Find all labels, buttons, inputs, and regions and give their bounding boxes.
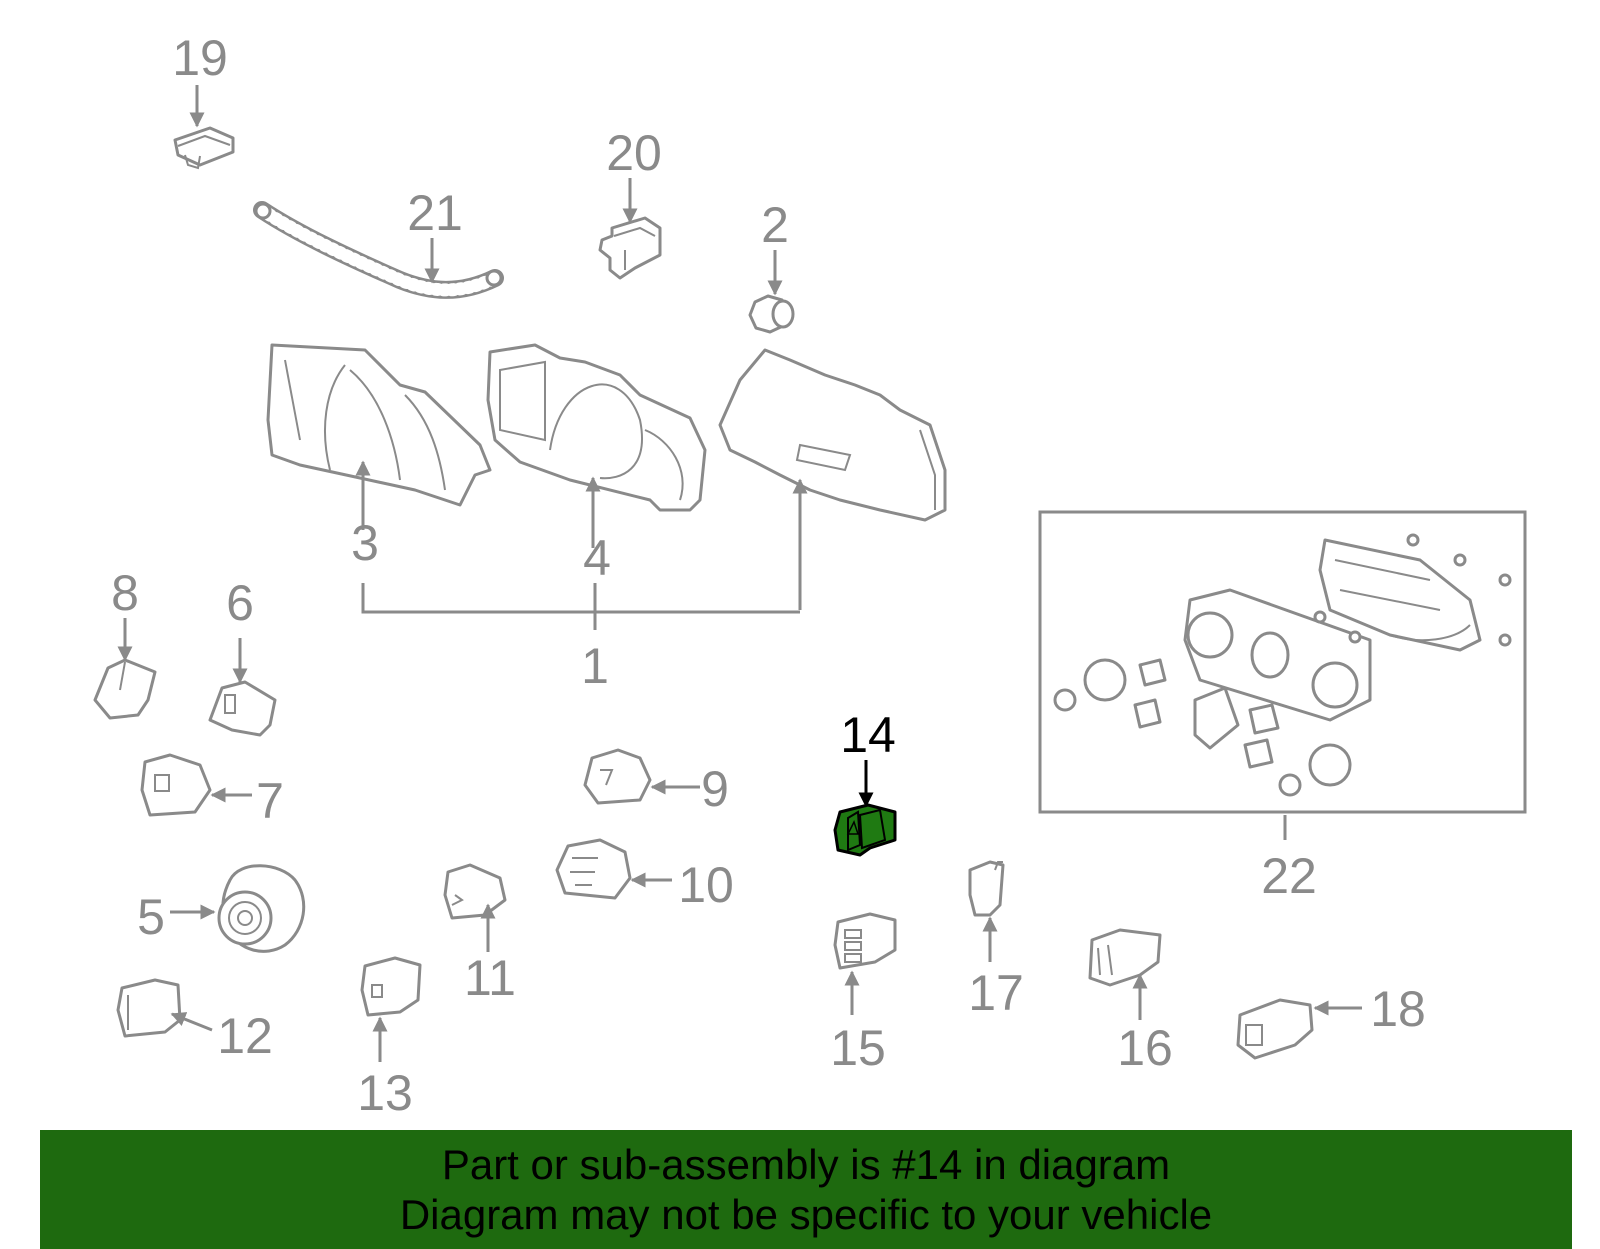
callout-8[interactable]: 8 bbox=[111, 565, 139, 621]
callout-7[interactable]: 7 bbox=[256, 773, 284, 829]
banner-line-2: Diagram may not be specific to your vehi… bbox=[399, 1190, 1213, 1238]
callout-10[interactable]: 10 bbox=[678, 857, 734, 913]
part-3[interactable] bbox=[266, 343, 492, 507]
part-6[interactable] bbox=[208, 680, 277, 737]
callout-14[interactable]: 14 bbox=[840, 707, 896, 763]
callout-1[interactable]: 1 bbox=[581, 638, 609, 694]
part-22-assembly[interactable] bbox=[1038, 510, 1527, 814]
part-18[interactable] bbox=[1236, 998, 1314, 1060]
callout-20[interactable]: 20 bbox=[606, 125, 662, 181]
info-banner: Part or sub-assembly is #14 in diagram D… bbox=[40, 1130, 1572, 1249]
part-13[interactable] bbox=[360, 956, 422, 1017]
part-20[interactable] bbox=[598, 216, 662, 280]
banner-line-1: Part or sub-assembly is #14 in diagram bbox=[441, 1140, 1171, 1188]
callout-4[interactable]: 4 bbox=[583, 530, 611, 586]
part-4[interactable] bbox=[486, 343, 707, 512]
callout-6[interactable]: 6 bbox=[226, 575, 254, 631]
callout-2[interactable]: 2 bbox=[761, 197, 789, 253]
part-21[interactable] bbox=[253, 201, 504, 299]
part-5[interactable] bbox=[217, 864, 306, 953]
callout-21[interactable]: 21 bbox=[407, 185, 463, 241]
callout-5[interactable]: 5 bbox=[137, 889, 165, 945]
callout-12[interactable]: 12 bbox=[217, 1008, 273, 1064]
part-9[interactable] bbox=[583, 748, 652, 805]
part-7[interactable] bbox=[140, 753, 212, 817]
callout-16[interactable]: 16 bbox=[1117, 1020, 1173, 1076]
part-2[interactable] bbox=[748, 294, 795, 334]
part-15[interactable] bbox=[833, 912, 897, 970]
part-1-board[interactable] bbox=[718, 348, 947, 522]
callout-19[interactable]: 19 bbox=[172, 30, 228, 86]
callout-18[interactable]: 18 bbox=[1370, 981, 1426, 1037]
leader-12 bbox=[170, 1012, 213, 1032]
part-14-highlighted[interactable] bbox=[833, 803, 897, 857]
part-10[interactable] bbox=[555, 838, 632, 900]
callout-22[interactable]: 22 bbox=[1261, 848, 1317, 904]
callout-3[interactable]: 3 bbox=[351, 515, 379, 571]
part-11[interactable] bbox=[443, 863, 507, 920]
callout-11[interactable]: 11 bbox=[464, 950, 516, 1006]
part-19[interactable] bbox=[173, 126, 235, 170]
part-8[interactable] bbox=[93, 658, 157, 720]
part-12[interactable] bbox=[116, 978, 182, 1038]
callout-15[interactable]: 15 bbox=[830, 1020, 886, 1076]
part-17[interactable] bbox=[968, 860, 1005, 917]
part-16[interactable] bbox=[1088, 928, 1162, 987]
callout-17[interactable]: 17 bbox=[968, 965, 1024, 1021]
callout-13[interactable]: 13 bbox=[357, 1065, 413, 1121]
callout-9[interactable]: 9 bbox=[701, 761, 729, 817]
bracket-1 bbox=[361, 583, 800, 614]
